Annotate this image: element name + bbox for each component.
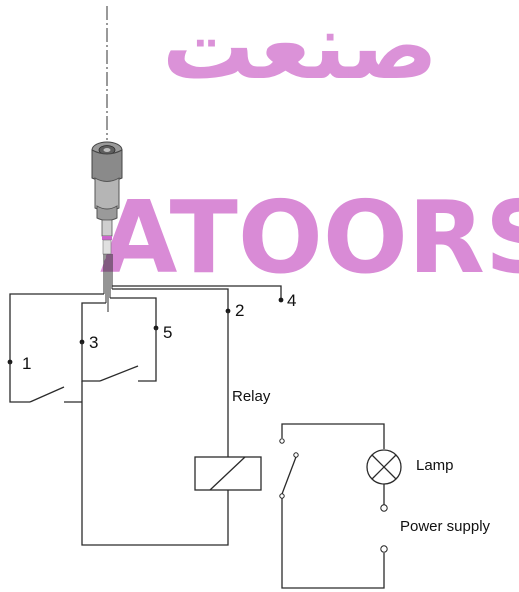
terminal-2-label: 2 (235, 301, 244, 320)
terminal-4-label: 4 (287, 291, 296, 310)
watermark-arabic-text: صنعت (162, 0, 438, 100)
switch-terminal-1 (9, 362, 82, 403)
watermark: صنعت ATOORSA (100, 0, 519, 296)
proximity-sensor (91, 141, 123, 255)
terminal-1-label: 1 (22, 354, 31, 373)
relay-contact (279, 423, 385, 589)
wire-terminal-4 (112, 285, 282, 298)
wire-terminal-5 (110, 297, 157, 326)
relay-coil (194, 456, 262, 491)
watermark-latin-text: ATOORSA (100, 179, 519, 296)
terminal-4-dot (278, 297, 284, 303)
sensor-leads (103, 254, 113, 312)
terminal-5-label: 5 (163, 323, 172, 342)
wire-terminal-2 (112, 288, 229, 309)
wire-terminal-3 (81, 302, 106, 340)
wire-terminal-1 (9, 293, 104, 360)
wire-common-return (81, 381, 229, 546)
lamp-symbol (366, 449, 402, 512)
power-supply-label: Power supply (400, 518, 491, 535)
power-supply-terminals (380, 545, 388, 553)
terminal-3-label: 3 (89, 333, 98, 352)
lamp-label: Lamp (416, 457, 454, 474)
relay-label: Relay (232, 388, 271, 405)
